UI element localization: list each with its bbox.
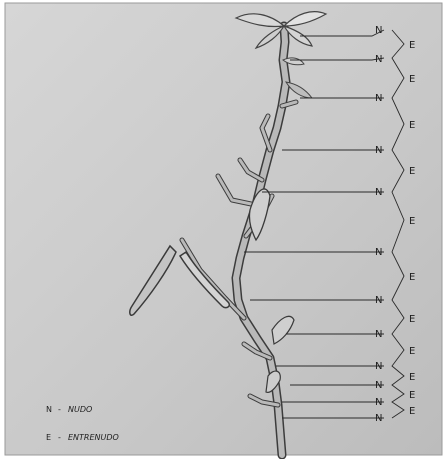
internode-label: E bbox=[409, 166, 415, 177]
internode-label: E bbox=[409, 40, 415, 51]
internode-label: E bbox=[409, 272, 415, 283]
legend-internode-text: ENTRENUDO bbox=[68, 433, 119, 442]
legend-internode-symbol: E bbox=[46, 433, 51, 442]
internode-label: E bbox=[409, 346, 415, 357]
internode-label: E bbox=[409, 314, 415, 325]
node-label: N bbox=[375, 25, 382, 36]
node-label: N bbox=[375, 361, 382, 372]
node-label: N bbox=[375, 187, 382, 198]
internode-label: E bbox=[409, 120, 415, 131]
legend-node-symbol: N bbox=[46, 405, 52, 414]
node-label: N bbox=[375, 397, 382, 408]
internode-label: E bbox=[409, 372, 415, 383]
node-label: N bbox=[375, 413, 382, 424]
internode-label: E bbox=[409, 406, 415, 417]
internode-label: E bbox=[409, 390, 415, 401]
internode-label: E bbox=[409, 74, 415, 85]
legend-node-text: NUDO bbox=[68, 405, 92, 414]
legend-node-separator: - bbox=[58, 405, 61, 414]
node-label: N bbox=[375, 93, 382, 104]
node-label: N bbox=[375, 145, 382, 156]
node-label: N bbox=[375, 329, 382, 340]
node-label: N bbox=[375, 295, 382, 306]
node-label: N bbox=[375, 247, 382, 258]
internode-label: E bbox=[409, 216, 415, 227]
legend-internode-separator: - bbox=[58, 433, 61, 442]
node-label: N bbox=[375, 380, 382, 391]
node-label: N bbox=[375, 54, 382, 65]
